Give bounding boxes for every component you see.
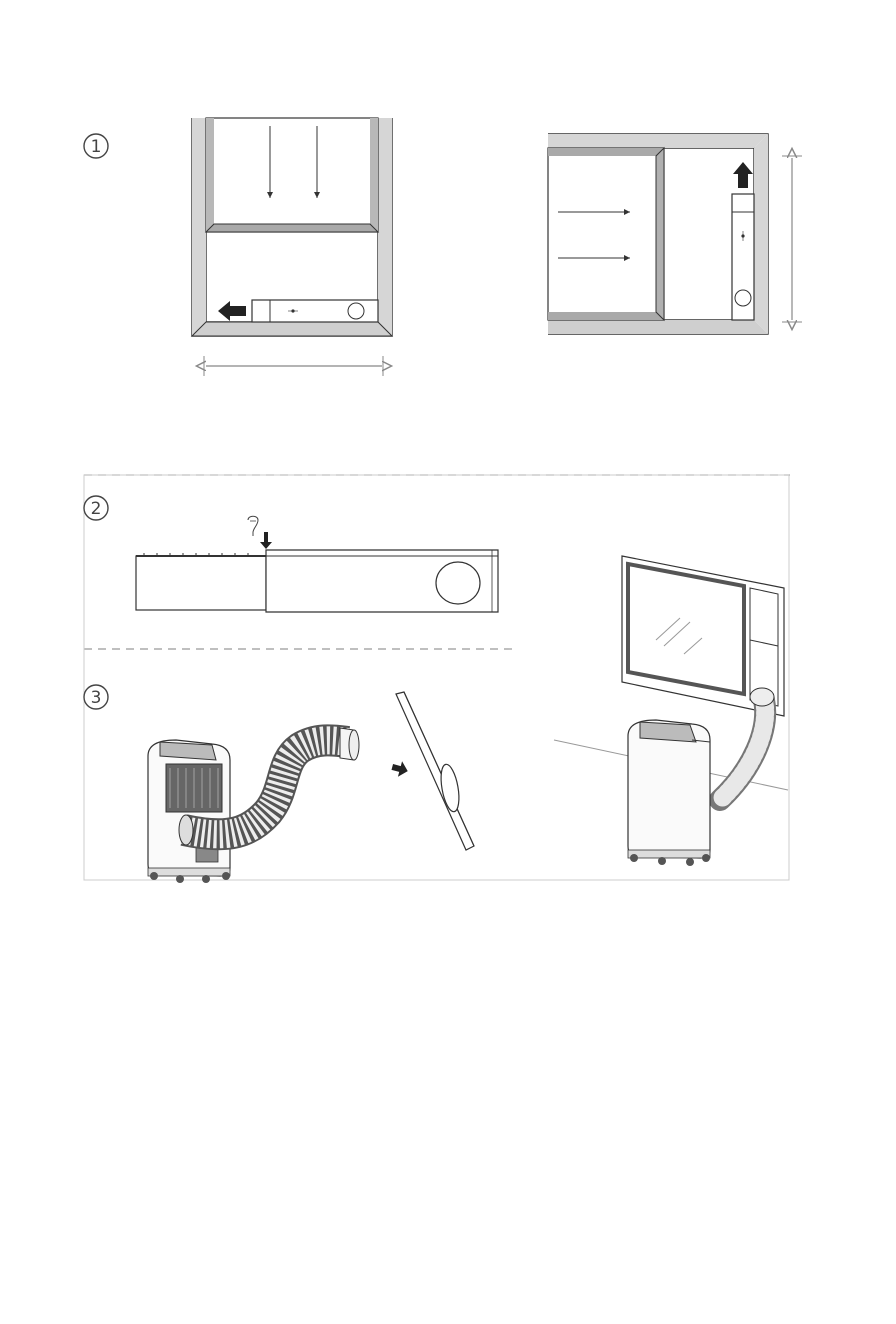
step-1-number: 1 [91,137,102,157]
hose-connection-illustration [148,692,474,883]
step-2-marker: 2 [84,496,108,520]
connect-arrow-icon [390,759,410,779]
horizontal-window-diagram [548,134,802,334]
ac-unit-back-icon [148,740,230,883]
slide-left-arrow-icon [218,301,246,321]
vertical-window-diagram [192,118,392,376]
ac-unit-icon [628,720,710,866]
insert-arrow-icon [260,532,272,549]
installed-unit-illustration [554,556,788,866]
slider-assembly-diagram [136,516,498,612]
window-slider-vertical [732,194,754,320]
slide-up-arrow-icon [733,162,753,188]
step-1-marker: 1 [84,134,108,158]
step-2-number: 2 [91,499,102,519]
step-3-number: 3 [91,688,102,708]
window-slider-horizontal [252,300,378,322]
screw-icon [248,516,258,536]
window-slider-plate [396,692,474,850]
step-3-marker: 3 [84,685,108,709]
